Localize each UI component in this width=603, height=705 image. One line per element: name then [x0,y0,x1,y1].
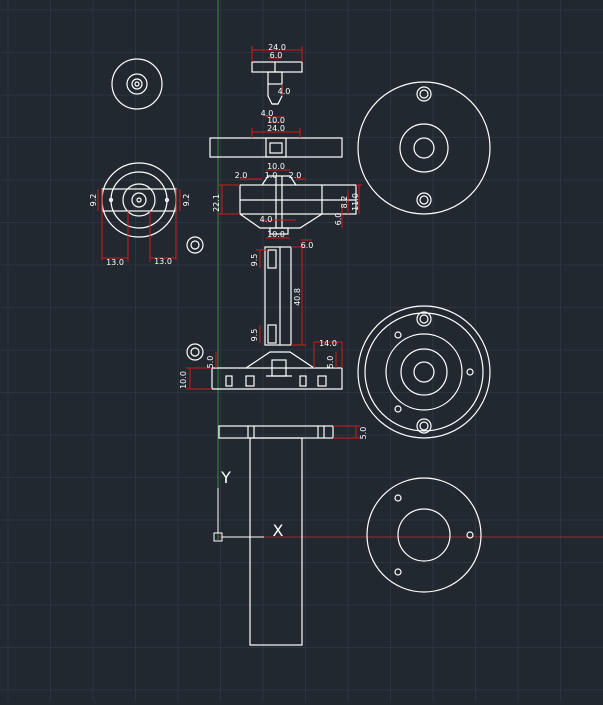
dim-hub-top-width: 10.0 [267,162,285,171]
dim-knob-stem-width: 6.0 [270,51,283,60]
hex-nut-upper [186,236,204,254]
dim-hub-right-inner: 8.2 [340,196,349,209]
dim-hub-height: 22.1 [212,194,221,212]
flange-top-view [366,477,482,593]
dim-shaft-bottom-slot: 9.5 [250,329,259,342]
dim-shaft-top-slot: 9.5 [250,254,259,267]
base-top-view [357,305,491,439]
dim-hub-left-gap: 2.0 [235,171,248,180]
dim-hub-center-gap: 1.0 [265,171,278,180]
dim-side-bottom-right: 13.0 [154,257,172,266]
ucs-x-label: X [273,521,284,540]
dim-hub-right-gap: 2.0 [289,171,302,180]
dim-hub-bottom-step: 6.0 [301,241,314,250]
dim-plate-width: 24.0 [267,124,285,133]
dim-side-left: 9.2 [89,194,98,207]
plate-front-view [209,137,343,158]
knob-front-view [251,61,303,105]
dim-knob-tip-width: 4.0 [261,109,274,118]
ucs-icon [213,488,264,542]
dimension-labels: 24.0 6.0 4.0 4.0 10.0 24.0 10.0 2.0 1.0 … [89,43,368,439]
dimension-lines [97,46,362,439]
dim-side-right: 9.2 [182,194,191,207]
dim-knob-stem-height: 4.0 [278,87,291,96]
dim-flange-height: 5.0 [359,427,368,440]
hub-side-view [101,162,177,238]
ucs-y-label: Y [220,468,231,487]
hub-front-view [239,175,357,235]
dim-base-top-offset: 14.0 [319,339,337,348]
dim-side-bottom-left: 13.0 [106,258,124,267]
tube-front-view [249,437,303,646]
dim-knob-tip-depth: 10.0 [267,116,285,125]
dim-base-left-height: 10.0 [179,371,188,389]
dim-hub-bore: 4.0 [260,215,273,224]
plate-top-view [357,81,491,215]
hex-nut-lower [186,343,204,361]
dim-base-right-height: 5.0 [326,356,335,369]
dim-knob-top-width: 24.0 [268,43,286,52]
small-knob-top-view [111,58,163,110]
base-front-view [211,351,343,390]
dim-base-left-small: 5.0 [206,356,215,369]
shaft-front-view [264,246,292,346]
dim-hub-bottom-width: 10.0 [267,230,285,239]
dim-hub-right-outer: 11.0 [351,193,360,211]
flange-front-view [218,425,334,439]
dim-hub-right-step: 6.0 [334,213,343,226]
dim-shaft-length: 40.8 [293,288,302,306]
